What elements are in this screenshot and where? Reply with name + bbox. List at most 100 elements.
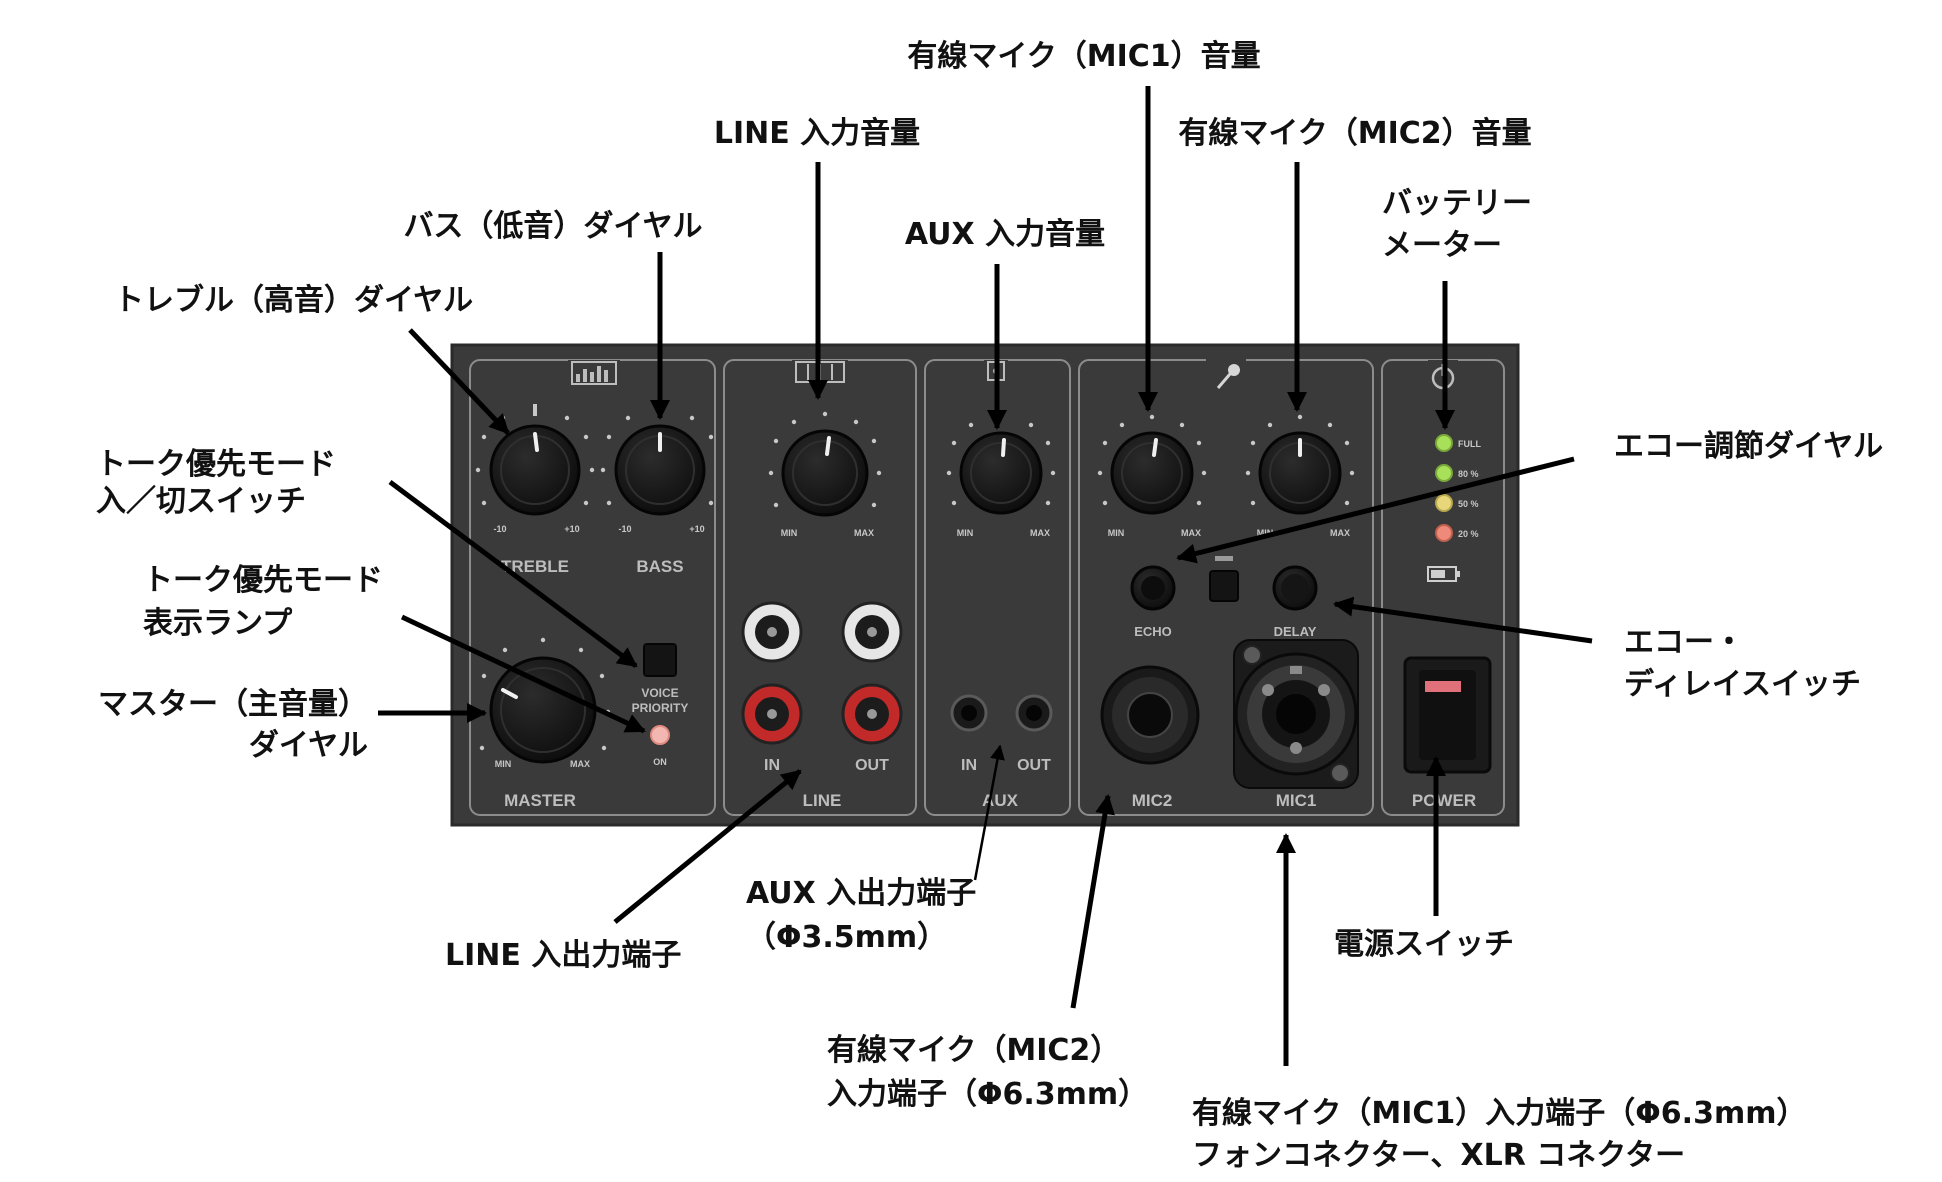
echo-delay-switch-marker [1215, 556, 1233, 561]
line-volume-scale [768, 411, 882, 508]
master-knob[interactable] [489, 656, 597, 764]
power-section-label: POWER [1412, 791, 1476, 810]
aux-in-jack[interactable] [950, 694, 988, 732]
callout-line-jack: LINE 入出力端子 [445, 938, 681, 973]
arrow-treble-dial [408, 328, 510, 435]
aux-volume-knob[interactable] [959, 431, 1043, 515]
callout-talk-switch-1: トーク優先モード [96, 447, 336, 482]
line-volume-knob[interactable] [781, 429, 869, 517]
treble-min-label: -10 [493, 524, 506, 534]
battery-led-full [1435, 434, 1453, 452]
treble-max-label: +10 [564, 524, 579, 534]
voice-priority-on-label: ON [653, 757, 667, 767]
bass-label: BASS [636, 557, 683, 576]
callout-echo-delay-switch-1: エコー・ [1624, 625, 1744, 660]
battery-led-20 [1435, 524, 1453, 542]
callout-mic2-volume: 有線マイク（MIC2）音量 [1178, 116, 1531, 151]
voice-priority-label-2: PRIORITY [632, 701, 689, 715]
treble-knob[interactable] [489, 424, 581, 516]
callout-line-volume: LINE 入力音量 [714, 116, 920, 151]
callout-aux-volume: AUX 入力音量 [905, 217, 1105, 252]
aux-out-jack[interactable] [1015, 694, 1053, 732]
callout-echo-dial: エコー調節ダイヤル [1614, 429, 1883, 464]
battery-led-50 [1435, 494, 1453, 512]
line-out-red-rca-jack[interactable] [841, 683, 903, 745]
aux-min-label: MIN [957, 528, 974, 538]
callout-mic2-jack-1: 有線マイク（MIC2） [827, 1033, 1120, 1068]
arrow-aux-jack [973, 744, 1005, 881]
line-out-white-rca-jack[interactable] [841, 601, 903, 663]
callout-mic1-jack-1: 有線マイク（MIC1）入力端子（Φ6.3mm） [1192, 1096, 1806, 1131]
arrow-talk-lamp [400, 614, 646, 734]
treble-label: TREBLE [501, 557, 569, 576]
callout-mic2-jack-2: 入力端子（Φ6.3mm） [827, 1077, 1148, 1112]
delay-knob[interactable] [1272, 565, 1318, 611]
arrow-line-jack [613, 769, 802, 924]
battery-level-50: 50 % [1458, 499, 1479, 509]
master-min-label: MIN [495, 759, 512, 769]
echo-knob[interactable] [1130, 565, 1176, 611]
mic2-max-label: MAX [1181, 528, 1201, 538]
mic2-volume-knob[interactable] [1110, 431, 1194, 515]
callout-bass-dial: バス（低音）ダイヤル [403, 209, 702, 244]
bass-max-label: +10 [689, 524, 704, 534]
battery-level-80: 80 % [1458, 469, 1479, 479]
mic1-section-label: MIC1 [1276, 791, 1317, 810]
line-out-label: OUT [855, 757, 889, 774]
callout-mic1-volume: 有線マイク（MIC1）音量 [907, 39, 1260, 74]
voice-priority-lamp [650, 725, 670, 745]
aux-in-label: IN [961, 757, 977, 774]
mic1-combo-xlr-jack[interactable] [1233, 639, 1359, 789]
battery-level-full: FULL [1458, 439, 1481, 449]
microphone-icon [1206, 358, 1246, 389]
mic1-min-label: MIN [1257, 528, 1274, 538]
line-in-red-rca-jack[interactable] [741, 683, 803, 745]
aux-max-label: MAX [1030, 528, 1050, 538]
voice-priority-label-1: VOICE [641, 686, 678, 700]
callout-mic1-jack-2: フォンコネクター、XLR コネクター [1192, 1138, 1685, 1173]
mic2-min-label: MIN [1108, 528, 1125, 538]
arrow-echo-delay-switch [1333, 596, 1593, 644]
power-switch[interactable] [1403, 656, 1492, 774]
master-max-label: MAX [570, 759, 590, 769]
callout-aux-jack-1: AUX 入出力端子 [746, 876, 976, 911]
mic2-section-label: MIC2 [1132, 791, 1173, 810]
callout-treble-dial: トレブル（高音）ダイヤル [114, 283, 473, 318]
callout-power-switch: 電源スイッチ [1334, 927, 1514, 962]
bass-knob[interactable] [614, 424, 706, 516]
echo-delay-switch[interactable] [1209, 570, 1239, 602]
callout-echo-delay-switch-2: ディレイスイッチ [1624, 667, 1861, 702]
arrow-echo-dial [1176, 456, 1575, 564]
callout-talk-lamp-1: トーク優先モード [143, 563, 383, 598]
equalizer-icon [568, 360, 620, 388]
arrow-talk-switch [388, 479, 638, 669]
callout-talk-lamp-2: 表示ランプ [143, 606, 293, 641]
callout-talk-switch-2: 入／切スイッチ [96, 484, 306, 519]
mic2-volume-scale [1097, 414, 1207, 506]
master-label: MASTER [504, 791, 576, 810]
line-max-label: MAX [854, 528, 874, 538]
battery-meter: FULL 80 % 50 % 20 % [1435, 434, 1481, 542]
bass-min-label: -10 [618, 524, 631, 534]
mic2-phone-jack[interactable] [1100, 665, 1200, 765]
battery-led-80 [1435, 464, 1453, 482]
callout-master-dial-1: マスター（主音量） [98, 687, 368, 722]
delay-label: DELAY [1274, 624, 1317, 639]
mic1-max-label: MAX [1330, 528, 1350, 538]
callout-master-dial-2: ダイヤル [249, 728, 368, 763]
voice-priority-switch[interactable] [643, 643, 677, 677]
callout-battery-meter-2: メーター [1382, 228, 1502, 263]
battery-level-20: 20 % [1458, 529, 1479, 539]
line-section-label: LINE [803, 791, 842, 810]
echo-label: ECHO [1134, 624, 1172, 639]
line-in-label: IN [764, 757, 780, 774]
arrow-mic2-jack [1070, 794, 1115, 1009]
aux-volume-scale [946, 414, 1056, 506]
mic1-volume-scale [1245, 414, 1355, 506]
line-min-label: MIN [781, 528, 798, 538]
callout-battery-meter-1: バッテリー [1382, 186, 1532, 221]
line-in-white-rca-jack[interactable] [741, 601, 803, 663]
mic1-volume-knob[interactable] [1258, 431, 1342, 515]
